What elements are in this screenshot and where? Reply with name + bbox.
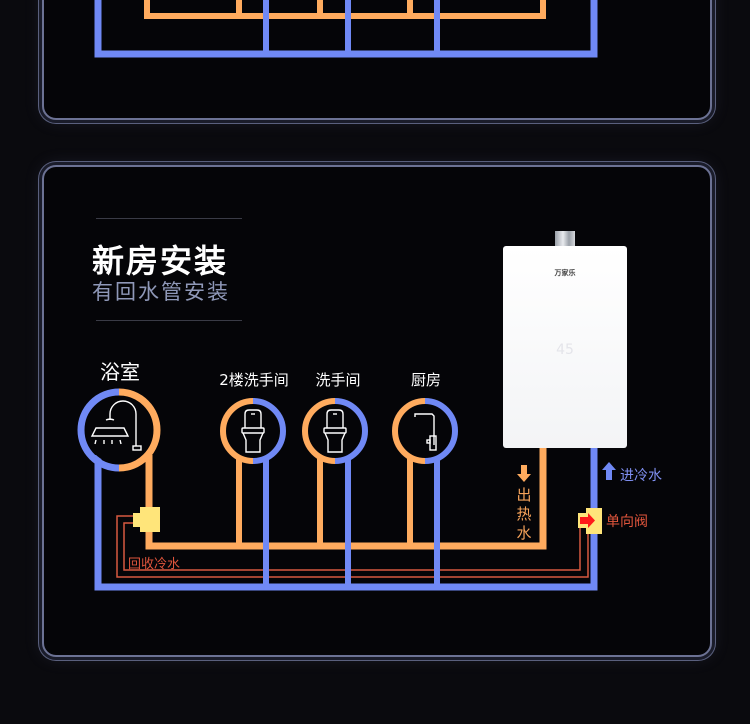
heater-flue: [555, 231, 575, 247]
room-label-washroom: 洗手间: [315, 371, 361, 389]
toilet-icon: [323, 409, 347, 453]
hot-out-label: 出热水: [516, 486, 532, 542]
arrow-down-icon: [517, 465, 531, 482]
room-ring-2f-washroom: [220, 398, 286, 464]
check-valve: [578, 508, 602, 534]
water-heater: 万家乐 45: [503, 246, 627, 448]
check-valve-label: 单向阀: [606, 514, 648, 530]
heater-display: 45: [556, 342, 574, 358]
heading-rule-top: [96, 218, 242, 219]
page-subtitle: 有回水管安装: [92, 280, 230, 304]
return-cold-label: 回收冷水: [128, 557, 181, 572]
toilet-icon: [241, 409, 265, 453]
room-ring-washroom: [302, 398, 368, 464]
shower-icon: [90, 400, 142, 451]
heater-brand-logo: 万家乐: [554, 269, 576, 277]
faucet-icon: [414, 413, 437, 451]
return-tee-fitting: [133, 507, 160, 532]
return-water-line: [116, 515, 589, 578]
flow-arrow-right-icon: [580, 513, 595, 528]
room-label-kitchen: 厨房: [410, 371, 441, 389]
room-ring-kitchen: [392, 398, 458, 464]
page-title: 新房安装: [92, 242, 229, 280]
room-label-2f-washroom: 2楼洗手间: [219, 371, 289, 389]
heading-rule-bottom: [96, 320, 242, 321]
cold-in-label: 进冷水: [620, 468, 662, 484]
arrow-up-icon: [602, 462, 616, 480]
room-ring-bathroom: [77, 388, 161, 472]
top-panel-pipes: [94, 0, 598, 58]
previous-scheme-panel: [42, 0, 712, 120]
room-label-bathroom: 浴室: [100, 360, 140, 384]
